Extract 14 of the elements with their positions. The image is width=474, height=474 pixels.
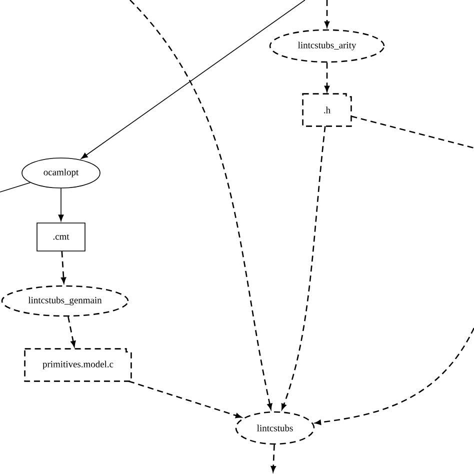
arrow [80, 0, 306, 159]
arrow [68, 316, 76, 347]
file-box: .cmt [36, 222, 86, 252]
arrow [270, 444, 276, 472]
arrow [128, 380, 242, 418]
arrow [324, 0, 330, 28]
arrow [130, 0, 272, 410]
file-note: primitives.model.c [24, 348, 132, 382]
arrow [281, 126, 326, 410]
arrow [324, 62, 330, 92]
arrow [58, 188, 64, 222]
arrow [315, 328, 474, 425]
file-note: .h [302, 93, 352, 127]
arrow [61, 251, 66, 284]
